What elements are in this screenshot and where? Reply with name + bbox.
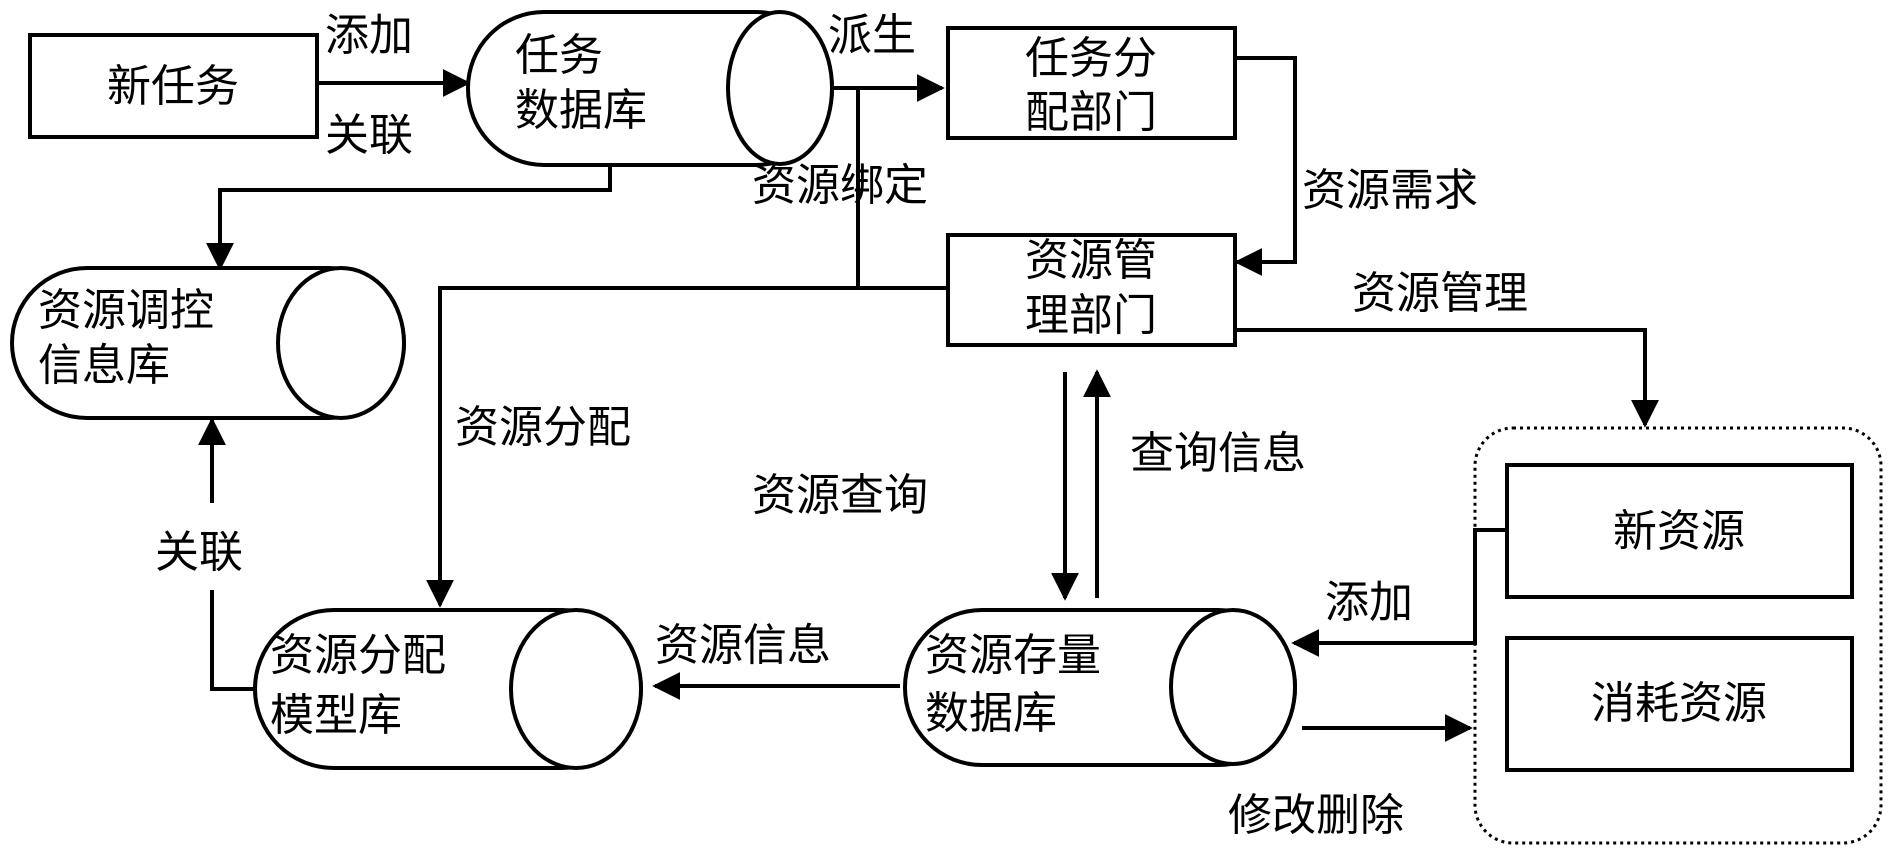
label-derive: 派生 bbox=[828, 10, 916, 61]
node-task-dept bbox=[946, 26, 1237, 140]
node-res-stock-line1: 资源存量 bbox=[925, 630, 1101, 681]
label-modify-delete: 修改删除 bbox=[1228, 790, 1404, 841]
label-allocate: 资源分配 bbox=[455, 402, 631, 453]
arrow-taskdb-to-ctrldb bbox=[206, 165, 612, 271]
label-demand: 资源需求 bbox=[1302, 165, 1478, 216]
label-res-query: 资源查询 bbox=[752, 470, 928, 521]
arrow-allocdb-to-ctrldb bbox=[210, 590, 255, 691]
node-res-alloc-line2: 模型库 bbox=[270, 690, 402, 741]
label-link-top: 关联 bbox=[325, 110, 413, 161]
node-consume-resource bbox=[1505, 636, 1854, 772]
node-task-db-line1: 任务 bbox=[515, 30, 603, 81]
node-task-dept-line2: 配部门 bbox=[1025, 87, 1157, 138]
arrow-mgmt-to-allocdb bbox=[426, 286, 948, 608]
node-new-resource-label: 新资源 bbox=[1613, 506, 1745, 557]
node-res-mgmt-line2: 理部门 bbox=[1025, 290, 1157, 341]
node-res-stock-line2: 数据库 bbox=[925, 688, 1057, 739]
node-task-dept-line1: 任务分 bbox=[1025, 33, 1157, 84]
label-add-top: 添加 bbox=[325, 10, 413, 61]
label-manage: 资源管理 bbox=[1352, 268, 1528, 319]
node-res-ctrl-line1: 资源调控 bbox=[38, 285, 214, 336]
node-res-mgmt-dept bbox=[946, 233, 1237, 347]
arrow-newres-to-stockdb bbox=[1291, 528, 1507, 657]
node-res-stock-db: 资源存量 数据库 bbox=[903, 608, 1297, 767]
arrow-mgmt-to-group bbox=[1235, 328, 1659, 428]
node-res-alloc-line1: 资源分配 bbox=[270, 630, 446, 681]
label-add-right: 添加 bbox=[1325, 577, 1413, 628]
label-res-info: 资源信息 bbox=[655, 620, 831, 671]
arrow-taskdept-to-mgmt bbox=[1234, 56, 1297, 276]
node-res-mgmt-line1: 资源管 bbox=[1025, 235, 1157, 286]
node-new-task bbox=[28, 33, 319, 139]
label-bind: 资源绑定 bbox=[752, 160, 928, 211]
node-res-alloc-db: 资源分配 模型库 bbox=[253, 608, 643, 770]
node-res-ctrl-line2: 信息库 bbox=[38, 340, 170, 391]
node-task-db: 任务 数据库 bbox=[466, 10, 834, 167]
label-query-info: 查询信息 bbox=[1130, 428, 1306, 479]
node-new-task-label: 新任务 bbox=[107, 61, 239, 112]
group-resource-changes bbox=[1473, 426, 1883, 845]
label-link-left: 关联 bbox=[155, 527, 243, 578]
node-task-db-line2: 数据库 bbox=[515, 85, 647, 136]
node-consume-resource-label: 消耗资源 bbox=[1591, 678, 1767, 729]
node-res-ctrl-db: 资源调控 信息库 bbox=[10, 266, 406, 420]
node-new-resource bbox=[1505, 463, 1854, 599]
